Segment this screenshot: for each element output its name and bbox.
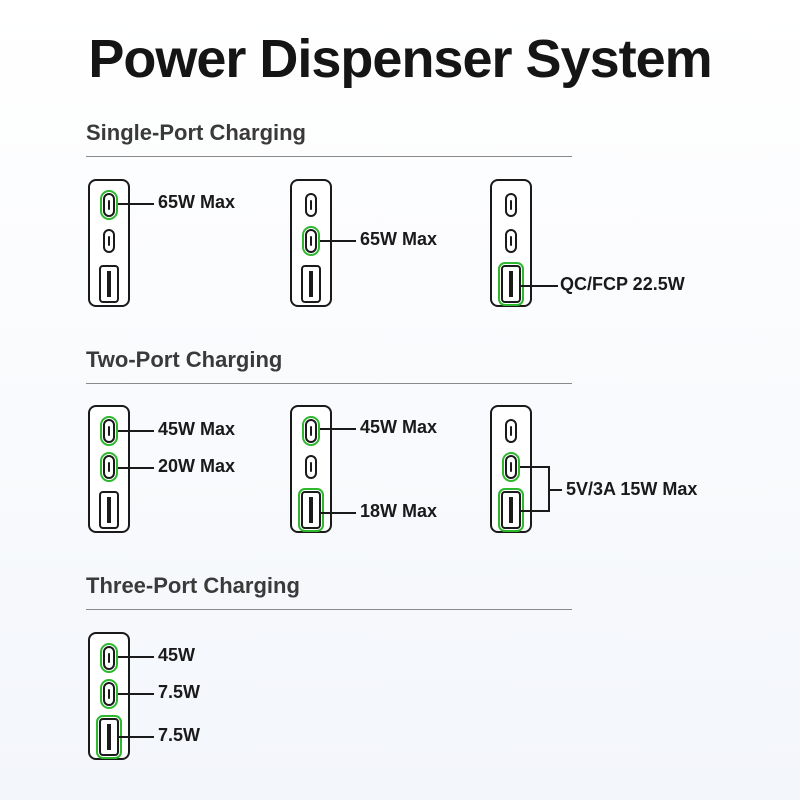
- section-title-three-port: Three-Port Charging: [86, 573, 300, 598]
- section-divider: [86, 609, 572, 610]
- section-divider: [86, 383, 572, 384]
- connector-line: [118, 693, 154, 695]
- usb-c2-port-icon: [502, 452, 520, 482]
- usb-c1-port-icon: [305, 193, 317, 217]
- usb-c1-port-icon: [100, 416, 118, 446]
- usb-c2-port-icon: [100, 679, 118, 709]
- port-label: 45W Max: [360, 417, 438, 437]
- usb-a-port-icon: [301, 265, 321, 303]
- usb-a-port-icon: [298, 488, 324, 532]
- port-label: 18W Max: [360, 501, 438, 521]
- port-label: 7.5W: [158, 725, 201, 745]
- connector-line: [118, 430, 154, 432]
- charger-single-config-2: [290, 179, 332, 307]
- usb-a-port-icon: [498, 262, 524, 306]
- usb-a-port-icon: [99, 491, 119, 529]
- usb-c1-port-icon: [505, 419, 517, 443]
- section-title-two-port: Two-Port Charging: [86, 347, 283, 372]
- charger-two-config-2: [290, 405, 332, 533]
- charger-two-config-1: [88, 405, 130, 533]
- usb-c2-port-icon: [100, 452, 118, 482]
- connector-line: [320, 240, 356, 242]
- port-label: QC/FCP 22.5W: [560, 274, 685, 294]
- charger-two-config-3: [490, 405, 532, 533]
- port-label: 20W Max: [158, 456, 236, 476]
- port-label: 45W Max: [158, 419, 236, 439]
- usb-c2-port-icon: [302, 226, 320, 256]
- port-label: 65W Max: [158, 192, 236, 212]
- page-title: Power Dispenser System: [88, 29, 712, 89]
- bracket-line: [520, 466, 550, 468]
- usb-a-port-icon: [99, 265, 119, 303]
- usb-a-port-icon: [96, 715, 122, 759]
- connector-line: [320, 512, 356, 514]
- connector-line: [118, 467, 154, 469]
- usb-a-port-icon: [498, 488, 524, 532]
- usb-c1-port-icon: [100, 190, 118, 220]
- connector-line: [118, 736, 154, 738]
- port-label: 7.5W: [158, 682, 201, 702]
- section-title-single-port: Single-Port Charging: [86, 120, 306, 145]
- port-label: 45W: [158, 645, 196, 665]
- usb-c1-port-icon: [505, 193, 517, 217]
- section-divider: [86, 156, 572, 157]
- connector-line: [548, 489, 562, 491]
- port-label: 65W Max: [360, 229, 438, 249]
- charger-three-config-1: [88, 632, 130, 760]
- bracket-line: [520, 510, 550, 512]
- charger-single-config-3: [490, 179, 532, 307]
- connector-line: [520, 285, 558, 287]
- usb-c2-port-icon: [305, 455, 317, 479]
- usb-c2-port-icon: [103, 229, 115, 253]
- usb-c1-port-icon: [302, 416, 320, 446]
- port-label: 5V/3A 15W Max: [566, 479, 698, 499]
- usb-c2-port-icon: [505, 229, 517, 253]
- usb-c1-port-icon: [100, 643, 118, 673]
- connector-line: [118, 203, 154, 205]
- charger-single-config-1: [88, 179, 130, 307]
- connector-line: [118, 656, 154, 658]
- connector-line: [320, 428, 356, 430]
